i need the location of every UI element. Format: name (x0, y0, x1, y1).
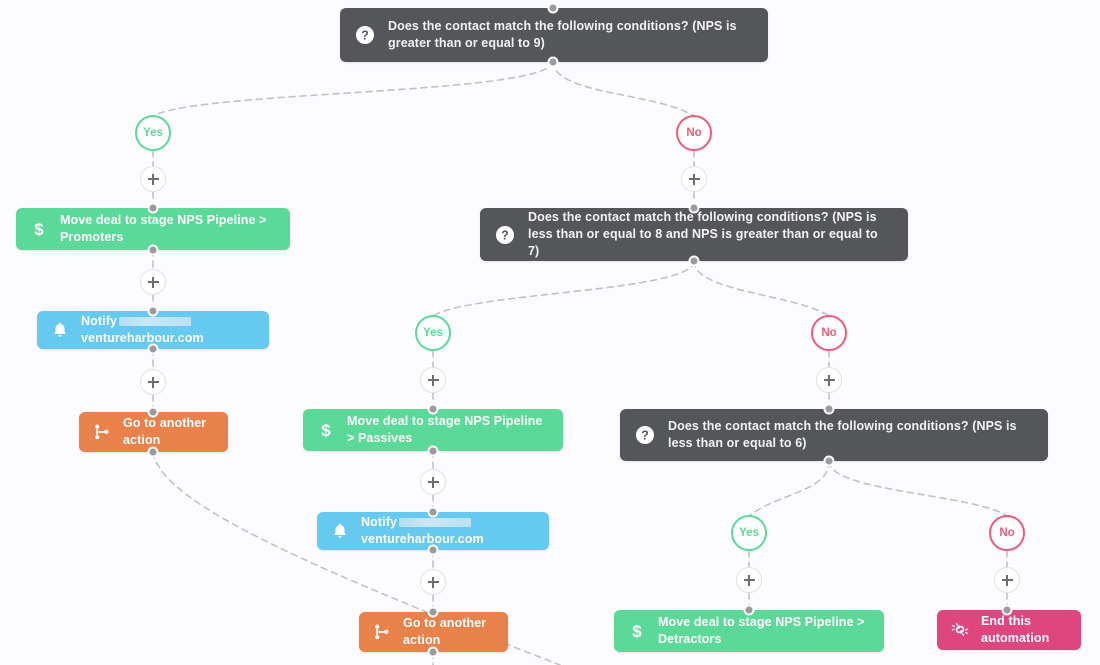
dollar-sign-icon: $ (28, 218, 50, 240)
edge-cond2-no (693, 260, 830, 317)
svg-text:?: ? (361, 29, 369, 43)
svg-text:$: $ (321, 421, 331, 440)
action-node-go-to-another-action-1[interactable]: Go to another action (79, 412, 228, 452)
node-port-bottom (147, 244, 159, 256)
unlink-icon (949, 619, 971, 641)
condition-label: Does the contact match the following con… (388, 19, 737, 50)
node-port-bottom (547, 56, 559, 68)
svg-text:?: ? (641, 429, 649, 443)
branch-label-yes: Yes (423, 327, 443, 339)
add-step-button[interactable] (994, 567, 1020, 593)
branch-label-yes: Yes (739, 527, 759, 539)
add-step-button[interactable] (140, 369, 166, 395)
node-port-top (823, 403, 835, 415)
condition-node-detractor[interactable]: ? Does the contact match the following c… (620, 409, 1048, 461)
action-node-notify-1[interactable]: Notify ventureharbour.com (37, 311, 269, 349)
question-mark-icon: ? (354, 24, 376, 46)
add-step-button[interactable] (420, 569, 446, 595)
redacted-email-block (119, 316, 192, 326)
add-step-button[interactable] (420, 469, 446, 495)
branch-icon (91, 421, 113, 443)
action-label: Go to another action (403, 616, 487, 647)
action-label: Move deal to stage NPS Pipeline > Detrac… (658, 615, 865, 646)
action-node-move-deal-detractors[interactable]: $ Move deal to stage NPS Pipeline > Detr… (614, 610, 884, 652)
svg-text:$: $ (34, 220, 44, 239)
action-node-end-automation[interactable]: End this automation (937, 610, 1081, 650)
node-port-top (147, 406, 159, 418)
notify-prefix: Notify (361, 515, 398, 530)
action-label: Move deal to stage NPS Pipeline > Promot… (60, 213, 267, 244)
svg-text:?: ? (501, 228, 509, 242)
condition-node-promoter[interactable]: ? Does the contact match the following c… (340, 8, 768, 62)
node-port-bottom (427, 646, 439, 658)
node-port-top (147, 202, 159, 214)
edge-cond3-no (828, 460, 1008, 517)
svg-text:$: $ (632, 622, 642, 641)
condition-node-passive[interactable]: ? Does the contact match the following c… (480, 208, 908, 261)
branch-label-no: No (821, 327, 837, 339)
add-step-button[interactable] (140, 166, 166, 192)
action-label: End this automation (981, 614, 1050, 645)
node-port-bottom (427, 544, 439, 556)
condition-label: Does the contact match the following con… (668, 419, 1017, 450)
node-port-top (427, 403, 439, 415)
branch-badge-no[interactable]: No (989, 515, 1025, 551)
dollar-sign-icon: $ (626, 620, 648, 642)
branch-badge-yes[interactable]: Yes (415, 315, 451, 351)
branch-badge-no[interactable]: No (676, 115, 712, 151)
notify-label: Notify ventureharbour.com (361, 514, 535, 548)
branch-label-no: No (999, 527, 1015, 539)
notify-domain: ventureharbour.com (81, 331, 204, 345)
node-port-top (1001, 604, 1013, 616)
add-step-button[interactable] (736, 567, 762, 593)
node-port-bottom (823, 455, 835, 467)
dollar-sign-icon: $ (315, 419, 337, 441)
branch-label-no: No (686, 127, 702, 139)
node-port-top (427, 506, 439, 518)
node-port-bottom (688, 255, 700, 267)
edge-root-yes (152, 60, 554, 117)
branch-badge-no[interactable]: No (811, 315, 847, 351)
notify-prefix: Notify (81, 314, 118, 329)
edge-root-no (552, 60, 695, 117)
action-node-move-deal-promoters[interactable]: $ Move deal to stage NPS Pipeline > Prom… (16, 208, 290, 250)
add-step-button[interactable] (140, 269, 166, 295)
node-port-top (427, 606, 439, 618)
action-label: Go to another action (123, 416, 207, 447)
node-port-top (743, 604, 755, 616)
bell-icon (49, 319, 71, 341)
redacted-email-block (399, 517, 472, 527)
add-step-button[interactable] (420, 367, 446, 393)
edge-cond3-yes (748, 460, 830, 517)
branch-icon (371, 621, 393, 643)
question-mark-icon: ? (634, 424, 656, 446)
notify-label: Notify ventureharbour.com (81, 313, 255, 347)
bell-icon (329, 520, 351, 542)
add-step-button[interactable] (816, 367, 842, 393)
node-port-bottom (427, 445, 439, 457)
branch-badge-yes[interactable]: Yes (135, 115, 171, 151)
node-port-top (547, 2, 559, 14)
notify-domain: ventureharbour.com (361, 532, 484, 546)
action-node-notify-2[interactable]: Notify ventureharbour.com (317, 512, 549, 550)
action-label: Move deal to stage NPS Pipeline > Passiv… (347, 414, 543, 445)
node-port-top (147, 305, 159, 317)
branch-label-yes: Yes (143, 127, 163, 139)
node-port-bottom (147, 343, 159, 355)
question-mark-icon: ? (494, 224, 516, 246)
node-port-bottom (147, 446, 159, 458)
add-step-button[interactable] (681, 166, 707, 192)
action-node-move-deal-passives[interactable]: $ Move deal to stage NPS Pipeline > Pass… (303, 409, 563, 451)
action-node-go-to-another-action-2[interactable]: Go to another action (359, 612, 508, 652)
condition-label: Does the contact match the following con… (528, 210, 878, 258)
branch-badge-yes[interactable]: Yes (731, 515, 767, 551)
node-port-top (688, 202, 700, 214)
edge-cond2-yes (432, 260, 695, 317)
